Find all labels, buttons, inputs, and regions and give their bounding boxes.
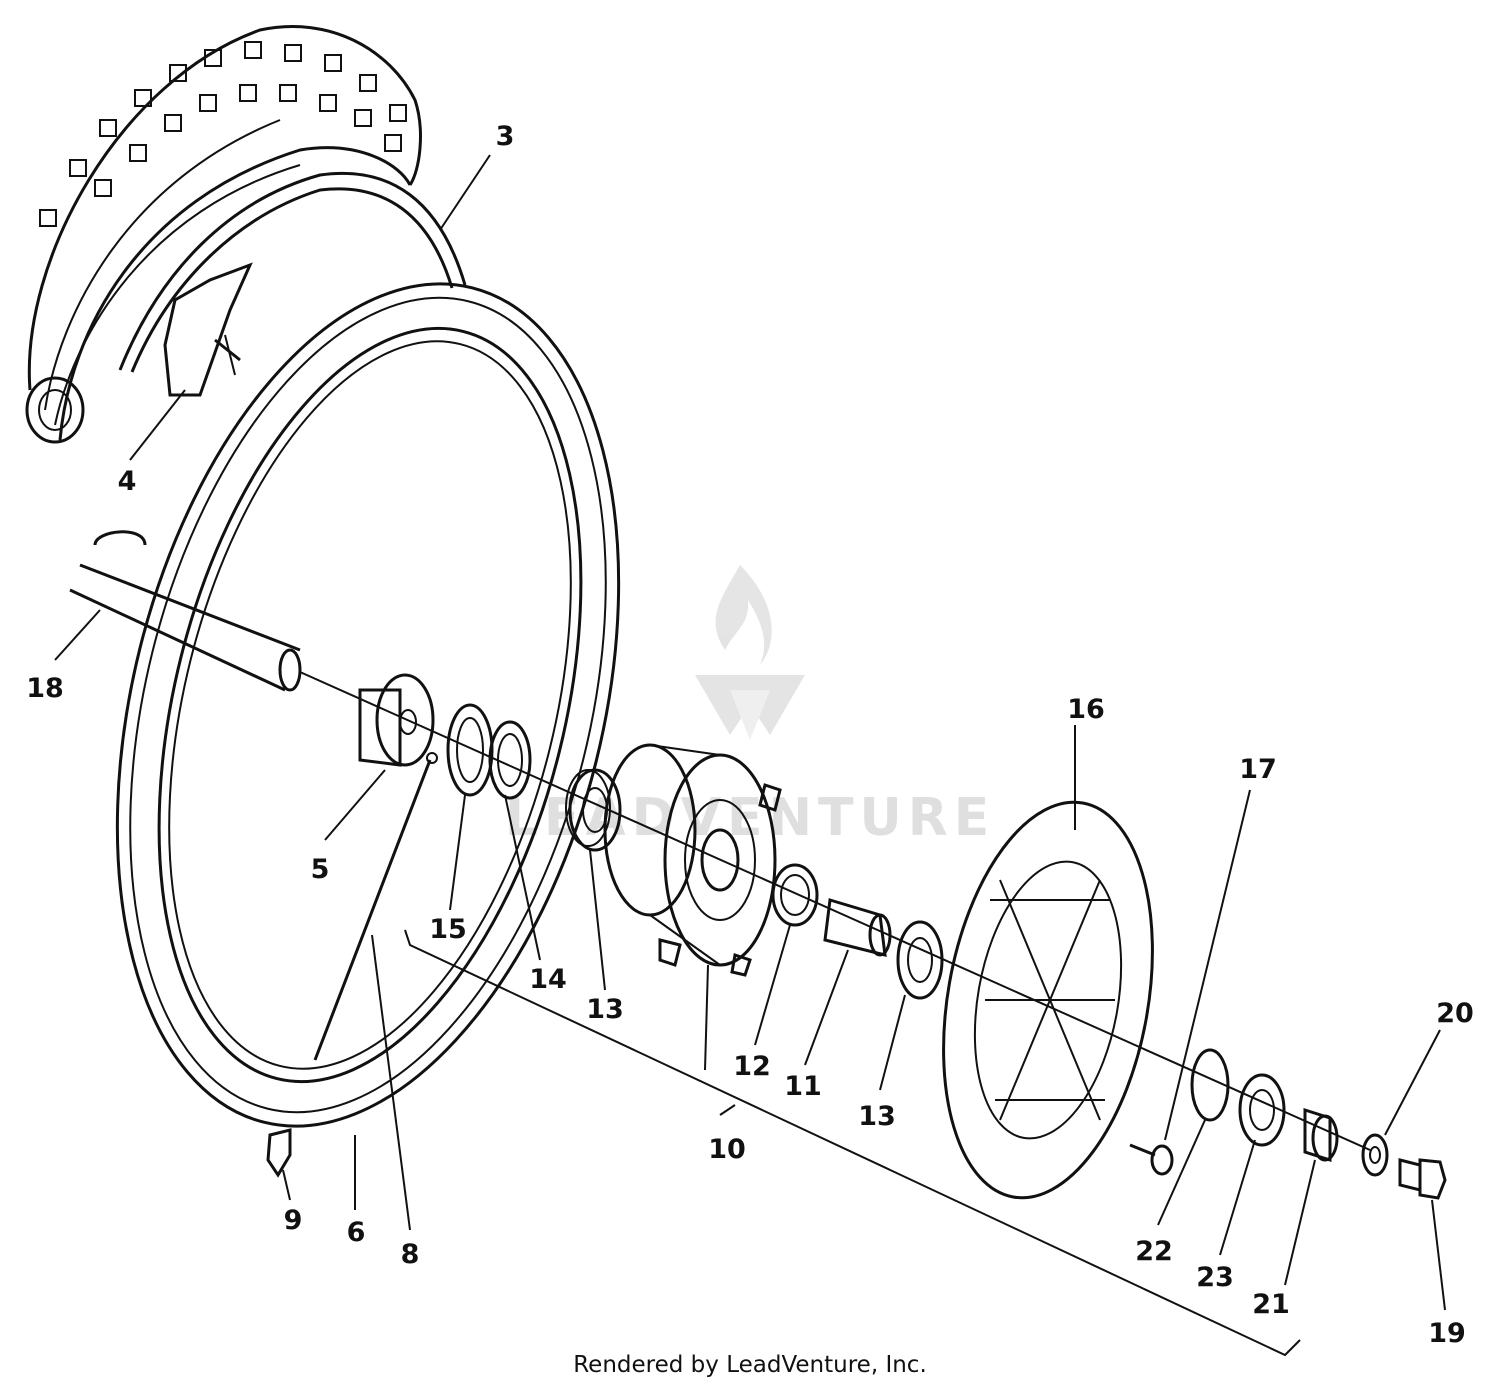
callout-22: 22 xyxy=(1135,1236,1173,1267)
circlip xyxy=(488,720,532,800)
hub-assembly-bracket xyxy=(404,929,1301,1357)
callout-18: 18 xyxy=(26,673,64,704)
hub xyxy=(603,743,782,977)
callout-19: 19 xyxy=(1428,1318,1466,1349)
callout-4: 4 xyxy=(118,466,137,497)
callout-5: 5 xyxy=(311,854,330,885)
spoke xyxy=(313,752,438,1061)
callout-17: 17 xyxy=(1239,754,1277,785)
washer xyxy=(1361,1133,1389,1177)
tire xyxy=(25,25,422,444)
spacer xyxy=(358,673,435,767)
distance-collar xyxy=(771,863,819,927)
collar xyxy=(1303,1107,1339,1163)
callout-labels: 3 4 18 5 15 14 13 12 11 13 16 17 10 9 6 … xyxy=(26,121,1474,1349)
brake-disc xyxy=(942,800,1154,1200)
callout-15: 15 xyxy=(429,914,467,945)
axle-bolt xyxy=(1398,1158,1447,1200)
callout-12: 12 xyxy=(733,1051,771,1082)
axle xyxy=(69,530,1371,1151)
bearing-outer xyxy=(1238,1073,1286,1147)
seal xyxy=(446,703,494,797)
leader-lines xyxy=(54,154,1446,1311)
disc-bolt xyxy=(1129,1143,1174,1176)
valve-nut xyxy=(266,1128,292,1178)
bearing-right xyxy=(896,920,944,1000)
rim-band xyxy=(118,171,467,373)
circlip-right xyxy=(1190,1048,1230,1122)
bearing-left xyxy=(565,768,622,852)
rendered-by-footer: Rendered by LeadVenture, Inc. xyxy=(573,1352,927,1378)
callout-16: 16 xyxy=(1067,694,1105,725)
callout-8: 8 xyxy=(401,1239,420,1270)
callout-21: 21 xyxy=(1252,1289,1290,1320)
callout-14: 14 xyxy=(529,964,567,995)
watermark-logo: LEADVENTURE xyxy=(505,565,989,848)
callout-13-right: 13 xyxy=(858,1101,896,1132)
callout-3: 3 xyxy=(496,121,515,152)
callout-20: 20 xyxy=(1436,998,1474,1029)
spacer-tube xyxy=(823,898,892,957)
rim xyxy=(115,282,621,1128)
callout-13-left: 13 xyxy=(586,994,624,1025)
callout-10: 10 xyxy=(708,1134,746,1165)
callout-6: 6 xyxy=(347,1217,366,1248)
callout-23: 23 xyxy=(1196,1262,1234,1293)
callout-9: 9 xyxy=(284,1205,303,1236)
callout-11: 11 xyxy=(784,1071,822,1102)
tube-valve xyxy=(163,262,253,397)
